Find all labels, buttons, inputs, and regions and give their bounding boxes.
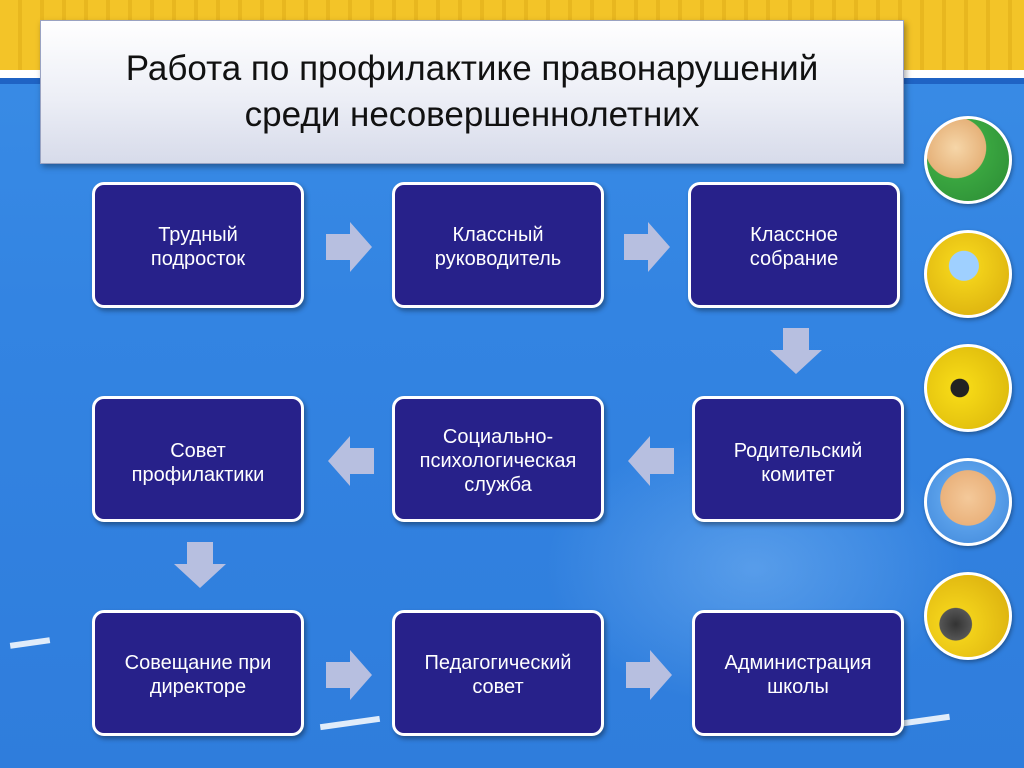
arrow-right-icon: [326, 650, 372, 700]
step-box-school-administration: Администрация школы: [692, 610, 904, 736]
step-box-troubled-teen: Трудный подросток: [92, 182, 304, 308]
arrow-right-icon: [626, 650, 672, 700]
cartoon-boy-avatar-icon: [924, 458, 1012, 546]
yellow-car-avatar-icon: [924, 344, 1012, 432]
step-box-class-meeting: Классное собрание: [688, 182, 900, 308]
yellow-wheel-avatar-icon: [924, 572, 1012, 660]
yellow-bus-avatar-icon: [924, 230, 1012, 318]
arrow-left-icon: [328, 436, 374, 486]
step-box-prevention-council: Совет профилактики: [92, 396, 304, 522]
title-box: Работа по профилактике правонарушений ср…: [40, 20, 904, 164]
step-box-social-psych-service: Социально- психологическая служба: [392, 396, 604, 522]
cartoon-kids-avatar-icon: [924, 116, 1012, 204]
background-streak: [319, 715, 381, 731]
step-box-director-meeting: Совещание при директоре: [92, 610, 304, 736]
page-title: Работа по профилактике правонарушений ср…: [125, 49, 819, 134]
step-box-pedagogical-council: Педагогический совет: [392, 610, 604, 736]
arrow-down-icon: [770, 328, 822, 374]
arrow-right-icon: [624, 222, 670, 272]
background-streak: [9, 637, 51, 649]
arrow-right-icon: [326, 222, 372, 272]
step-box-parent-committee: Родительский комитет: [692, 396, 904, 522]
arrow-down-icon: [174, 542, 226, 588]
step-box-class-teacher: Классный руководитель: [392, 182, 604, 308]
arrow-left-icon: [628, 436, 674, 486]
